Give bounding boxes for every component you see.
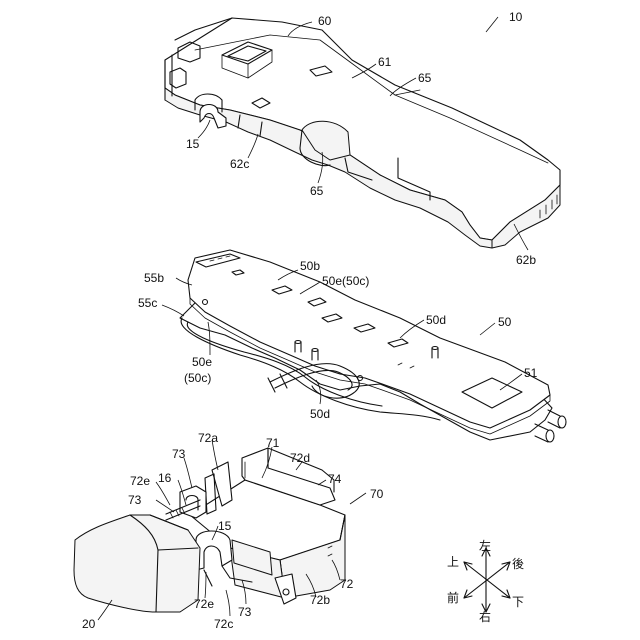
label-51: 51 [524,366,538,380]
label-50e-50c-top: 50e(50c) [322,274,369,288]
label-15-bottom: 15 [218,519,232,533]
cover-60 [165,18,560,248]
label-72a: 72a [198,431,218,445]
label-73-top: 73 [172,447,186,461]
label-70: 70 [370,487,384,501]
label-62c: 62c [230,157,249,171]
label-72e-bottom: 72e [194,597,214,611]
label-55c: 55c [138,296,157,310]
label-72b: 72b [310,593,330,607]
compass-down-label: 下 [512,595,524,609]
label-50b: 50b [300,259,320,273]
label-73-bottom: 73 [238,605,252,619]
plug-20 [74,515,200,612]
label-71: 71 [266,436,280,450]
label-65-top: 65 [418,71,432,85]
label-50e-left: 50e [192,355,212,369]
label-60: 60 [318,14,332,28]
label-55b: 55b [144,271,164,285]
label-50: 50 [498,315,512,329]
compass-front-label: 前 [447,590,459,605]
label-62b: 62b [516,253,536,267]
label-72c: 72c [214,617,233,631]
label-16: 16 [158,471,172,485]
label-50d-top: 50d [426,313,446,327]
compass-right-label: 右 [479,609,491,624]
compass-up-label: 上 [447,555,459,569]
label-72d: 72d [290,451,310,465]
board-50 [180,250,566,442]
label-10: 10 [509,10,523,24]
label-20: 20 [82,617,96,631]
label-15-top: 15 [186,137,200,151]
label-61: 61 [378,55,392,69]
label-50d-bottom: 50d [310,407,330,421]
direction-compass [464,548,510,612]
compass-rear-label: 後 [512,557,524,571]
label-72: 72 [340,577,354,591]
label-73-mid: 73 [128,493,142,507]
label-50c-left: (50c) [184,371,211,385]
compass-left-label: 左 [479,538,491,553]
label-65-bottom: 65 [310,184,324,198]
label-72e-top: 72e [130,474,150,488]
label-74: 74 [328,472,342,486]
